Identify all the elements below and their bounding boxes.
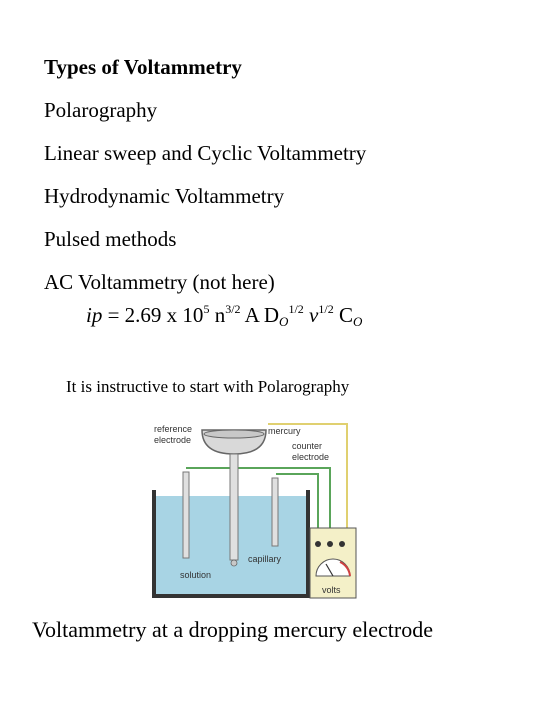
label-reference-2: electrode — [154, 435, 191, 445]
label-counter-2: electrode — [292, 452, 329, 462]
beaker — [152, 490, 310, 598]
formula-nu: ν — [303, 303, 319, 327]
label-reference-1: reference — [154, 424, 192, 434]
method-item-polarography: Polarography — [44, 98, 158, 122]
reference-electrode — [182, 471, 190, 559]
method-item-hydrodynamic: Hydrodynamic Voltammetry — [44, 184, 285, 208]
page-title: Types of Voltammetry — [44, 55, 242, 79]
label-solution: solution — [180, 570, 211, 580]
counter-electrode — [271, 477, 279, 547]
capillary-tube — [229, 453, 239, 561]
mercury-drop — [230, 559, 238, 567]
label-counter-1: counter — [292, 441, 322, 451]
label-mercury: mercury — [268, 426, 301, 436]
method-item-pulsed: Pulsed methods — [44, 227, 177, 251]
intro-text: It is instructive to start with Polarogr… — [66, 377, 350, 396]
formula-eq: = 2.69 x 10 — [102, 303, 204, 327]
formula-c: C — [333, 303, 353, 327]
randles-sevcik-equation: ip = 2.69 x 105 n3/2 A DO1/2 ν1/2 CO — [86, 302, 362, 330]
diagram-caption: Voltammetry at a dropping mercury electr… — [32, 617, 433, 642]
wire-green-2 — [276, 473, 319, 542]
formula-exp-n: 3/2 — [225, 302, 241, 316]
formula-exp-5: 5 — [203, 302, 210, 316]
formula-a-d: A D — [240, 303, 280, 327]
formula-exp-nu: 1/2 — [318, 302, 334, 316]
formula-n: n — [209, 303, 226, 327]
method-item-linear-sweep-cyclic: Linear sweep and Cyclic Voltammetry — [44, 141, 367, 165]
label-volts: volts — [322, 585, 341, 595]
label-capillary: capillary — [248, 554, 282, 564]
method-item-ac: AC Voltammetry (not here) — [44, 270, 275, 294]
formula-exp-d: 1/2 — [288, 302, 304, 316]
dropping-mercury-electrode-diagram: reference electrode mercury counter elec… — [152, 423, 357, 599]
formula-sub-o-1: O — [279, 314, 289, 329]
formula-sub-o-2: O — [352, 314, 363, 329]
formula-ip: ip — [86, 303, 103, 327]
meter-needle — [325, 563, 334, 577]
